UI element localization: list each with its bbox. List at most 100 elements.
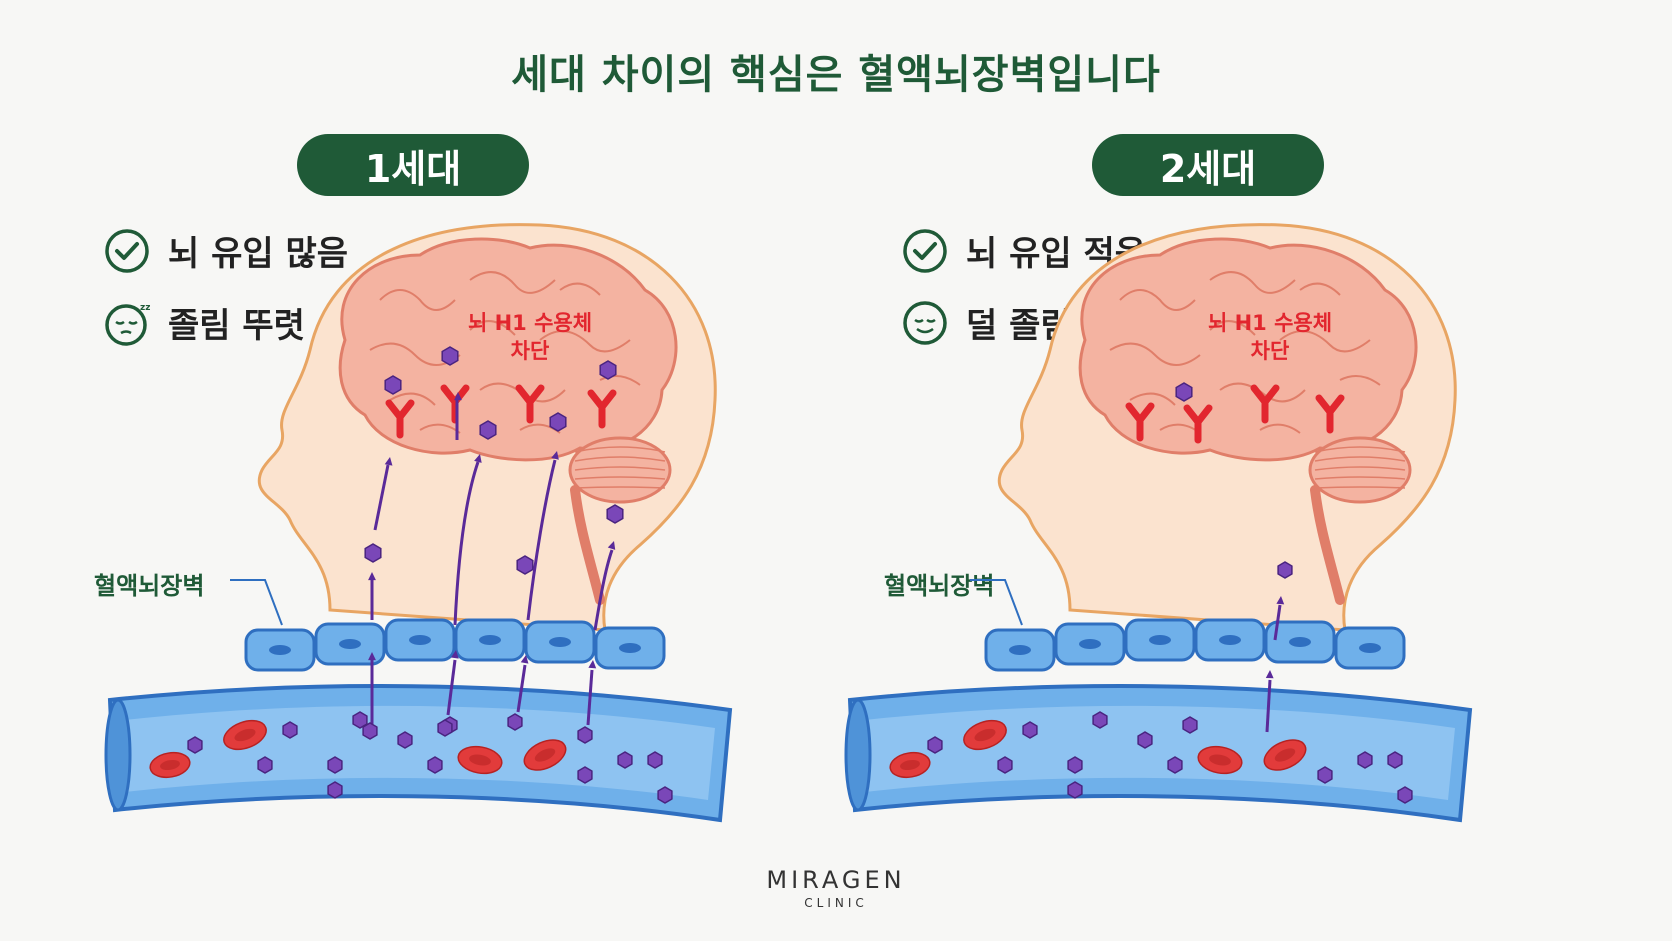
- antihistamine-molecule: [364, 543, 382, 563]
- arrow-head: [368, 652, 376, 661]
- brand-logo: MIRAGEN CLINIC: [0, 866, 1672, 910]
- penetration-arrow: [1273, 604, 1282, 641]
- antihistamine-molecule: [997, 756, 1013, 774]
- arrow-head: [384, 457, 393, 466]
- cell-nucleus: [1079, 639, 1101, 649]
- brain: [338, 237, 678, 462]
- arrow-head: [474, 454, 482, 463]
- cell-nucleus: [549, 637, 571, 647]
- brain-fold: [1209, 320, 1256, 336]
- brain-fold: [1299, 282, 1341, 296]
- red-blood-cell: [1263, 739, 1307, 771]
- sleepy-face-icon: zz: [105, 303, 150, 346]
- brain-fold: [1209, 271, 1296, 294]
- arrow-head: [520, 655, 529, 664]
- antihistamine-molecule: [577, 726, 593, 744]
- arrow-head: [450, 650, 459, 659]
- cell-nucleus: [619, 643, 641, 653]
- penetration-arrow: [453, 461, 480, 626]
- antihistamine-molecule: [1397, 786, 1413, 804]
- antihistamine-molecule: [327, 756, 343, 774]
- vessel-end: [104, 698, 132, 812]
- generation-badge-1: 1세대: [297, 134, 529, 196]
- barrier-label: 혈액뇌장벽: [884, 572, 995, 600]
- brain-fold: [1219, 382, 1306, 403]
- antihistamine-molecule: [1175, 382, 1193, 402]
- cerebellum-fold: [574, 446, 666, 453]
- brain-fold: [1279, 330, 1371, 353]
- cerebellum: [568, 436, 672, 504]
- brand-name: MIRAGEN: [766, 866, 906, 894]
- cerebellum-fold: [1314, 466, 1406, 471]
- antihistamine-molecule: [1277, 561, 1293, 579]
- vessel-lumen: [865, 705, 1455, 800]
- penetration-arrow: [516, 664, 527, 713]
- antihistamine-molecule: [427, 756, 443, 774]
- cell-nucleus: [479, 635, 501, 645]
- antihistamine-molecule: [577, 766, 593, 784]
- brain-stem: [570, 485, 605, 605]
- antihistamine-molecule: [352, 711, 368, 729]
- antihistamine-molecule: [516, 555, 534, 575]
- brain-fold: [389, 392, 436, 406]
- antihistamine-molecule: [187, 736, 203, 754]
- brain-fold: [539, 330, 631, 353]
- antihistamine-molecule: [617, 751, 633, 769]
- barrier-label: 혈액뇌장벽: [94, 572, 205, 600]
- antihistamine-molecule: [1067, 781, 1083, 799]
- cell-nucleus: [409, 635, 431, 645]
- brain-stem: [1310, 485, 1345, 605]
- antihistamine-molecule: [397, 731, 413, 749]
- brain-fold: [469, 320, 516, 336]
- brain-fold: [1339, 375, 1381, 386]
- receptor-label: 뇌 H1 수용체: [468, 311, 592, 335]
- status-row-1-1: 뇌 유입 많음: [104, 226, 348, 275]
- antihistamine-molecule: [1357, 751, 1373, 769]
- svg-text:zz: zz: [140, 303, 150, 313]
- arrow-head: [551, 451, 559, 460]
- red-blood-cell: [1197, 745, 1243, 775]
- cerebellum-fold: [574, 486, 666, 489]
- arrow-head: [454, 392, 462, 401]
- receptor-label: 뇌 H1 수용체: [1208, 311, 1332, 335]
- brain-fold: [379, 289, 456, 311]
- antihistamine-molecule: [1317, 766, 1333, 784]
- arrow-head: [588, 660, 597, 669]
- antihistamine-molecule: [441, 346, 459, 366]
- brain-fold: [1129, 392, 1176, 406]
- cell-nucleus: [1009, 645, 1031, 655]
- antihistamine-molecule: [1387, 751, 1403, 769]
- generation-badge-2: 2세대: [1092, 134, 1324, 196]
- cerebellum-fold: [1314, 456, 1406, 462]
- penetration-arrow: [373, 464, 390, 531]
- red-blood-cell: [523, 739, 567, 771]
- antihistamine-molecule: [657, 786, 673, 804]
- antihistamine-molecule: [257, 756, 273, 774]
- red-blood-cell: [457, 745, 503, 775]
- arrow-head: [1276, 596, 1285, 605]
- brand-sub: CLINIC: [804, 896, 868, 910]
- antihistamine-molecule: [599, 360, 617, 380]
- receptor-label-line2: 차단: [511, 339, 550, 363]
- red-blood-cell: [889, 751, 931, 779]
- antihistamine-molecule: [1067, 756, 1083, 774]
- cerebellum-fold: [574, 456, 666, 462]
- receptor-label-line2: 차단: [1251, 339, 1290, 363]
- penetration-arrow: [593, 549, 614, 631]
- cell-nucleus: [1359, 643, 1381, 653]
- antihistamine-molecule: [1022, 721, 1038, 739]
- cell-nucleus: [1149, 635, 1171, 645]
- brain-fold: [469, 271, 556, 294]
- arrow-head: [1265, 670, 1274, 679]
- red-blood-cell: [149, 751, 191, 779]
- antihistamine-molecule: [606, 504, 624, 524]
- antihistamine-molecule: [1167, 756, 1183, 774]
- calm-face-icon: [903, 300, 947, 345]
- cerebellum-fold: [574, 476, 666, 480]
- arrow-head: [368, 572, 376, 581]
- antihistamine-molecule: [549, 412, 567, 432]
- cerebellum-fold: [1314, 486, 1406, 489]
- check-circle-icon: [903, 228, 947, 273]
- antihistamine-molecule: [282, 721, 298, 739]
- penetration-arrow: [1265, 679, 1272, 733]
